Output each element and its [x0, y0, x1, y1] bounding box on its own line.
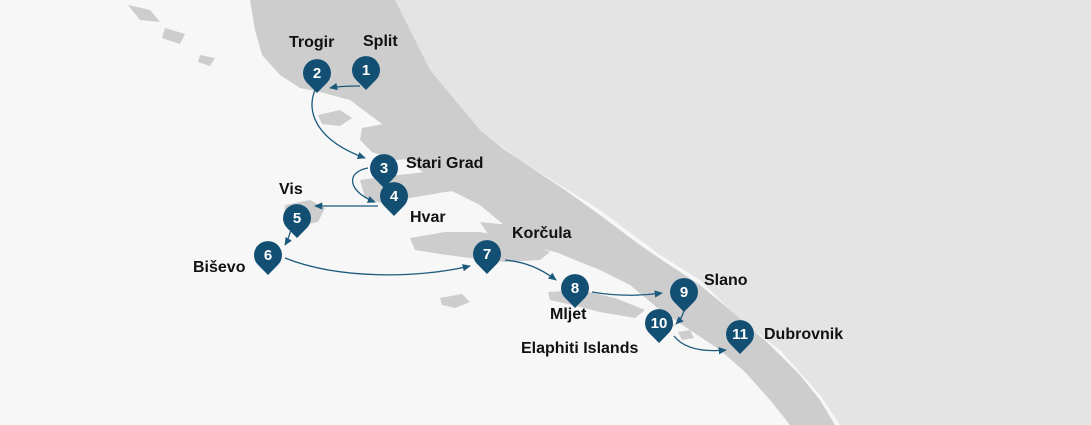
- place-labels: Split Trogir Stari Grad Hvar Vis Biševo …: [193, 33, 843, 357]
- stop-marker-9[interactable]: 9: [670, 278, 699, 312]
- route-korcula-mljet: [504, 259, 557, 281]
- stop-number: 9: [680, 284, 688, 301]
- stop-marker-5[interactable]: 5: [283, 204, 311, 238]
- route-starigrad-hvar: [351, 167, 376, 203]
- label-stari-grad: Stari Grad: [406, 155, 483, 172]
- map-pin-icon: [644, 309, 674, 343]
- label-bisevo: Biševo: [193, 259, 246, 276]
- route-bisevo-korcula: [284, 257, 471, 276]
- route-elaphiti-dubrovnik: [673, 335, 727, 355]
- label-hvar: Hvar: [410, 209, 446, 226]
- stop-marker-11[interactable]: 11: [726, 320, 754, 354]
- solta-island: [318, 110, 352, 126]
- stop-marker-4[interactable]: 4: [380, 182, 408, 216]
- label-korcula: Korčula: [512, 225, 572, 242]
- mainland-coast: [250, 0, 835, 425]
- map-pin-icon: [670, 278, 699, 312]
- north-island-c: [198, 55, 215, 66]
- label-split: Split: [363, 33, 398, 50]
- route-mljet-slano: [591, 290, 663, 298]
- peljesac-peninsula: [480, 222, 640, 270]
- stop-marker-10[interactable]: 10: [644, 309, 674, 343]
- stop-number: 5: [293, 210, 301, 227]
- stop-number: 1: [362, 62, 370, 79]
- map-pin-icon: [380, 182, 408, 216]
- stop-number: 6: [264, 247, 272, 264]
- route-trogir-starigrad: [311, 87, 366, 159]
- map-pin-icon: [352, 56, 380, 90]
- stop-number: 10: [651, 315, 668, 332]
- stop-marker-1[interactable]: 1: [352, 56, 380, 90]
- map-pin-icon: [370, 154, 399, 188]
- stop-markers: 1 2 34 5 6 7 8 9 10 11: [254, 56, 754, 354]
- north-island-a: [128, 5, 160, 22]
- stop-number: 7: [483, 246, 491, 263]
- route-split-trogir: [329, 83, 361, 91]
- stop-number: 8: [571, 280, 579, 297]
- label-slano: Slano: [704, 272, 748, 289]
- elaphiti-islet: [678, 330, 694, 340]
- map-pin-icon: [726, 320, 754, 354]
- lastovo-island: [440, 294, 470, 308]
- label-trogir: Trogir: [289, 34, 334, 51]
- stop-number: 3: [380, 160, 388, 177]
- stop-number: 2: [313, 65, 321, 82]
- map-pin-icon: [283, 204, 311, 238]
- label-mljet: Mljet: [550, 306, 587, 323]
- hinterland-land: [395, 0, 1091, 425]
- brac-island: [360, 122, 455, 160]
- map-pin-icon: [561, 274, 589, 308]
- stop-number: 11: [732, 326, 748, 343]
- stop-marker-2[interactable]: 2: [303, 59, 331, 93]
- label-dubrovnik: Dubrovnik: [764, 326, 843, 343]
- stop-marker-6[interactable]: 6: [254, 241, 282, 275]
- stop-marker-7[interactable]: 7: [473, 240, 502, 274]
- map-pin-icon: [254, 241, 282, 275]
- stop-number: 4: [390, 188, 399, 205]
- stop-marker-3[interactable]: 3: [370, 154, 399, 188]
- label-vis: Vis: [279, 181, 303, 198]
- stop-marker-8[interactable]: 8: [561, 274, 589, 308]
- label-elaphiti-islands: Elaphiti Islands: [521, 340, 638, 357]
- north-island-b: [162, 28, 185, 44]
- map-pin-icon: [473, 240, 502, 274]
- map-pin-icon: [303, 59, 331, 93]
